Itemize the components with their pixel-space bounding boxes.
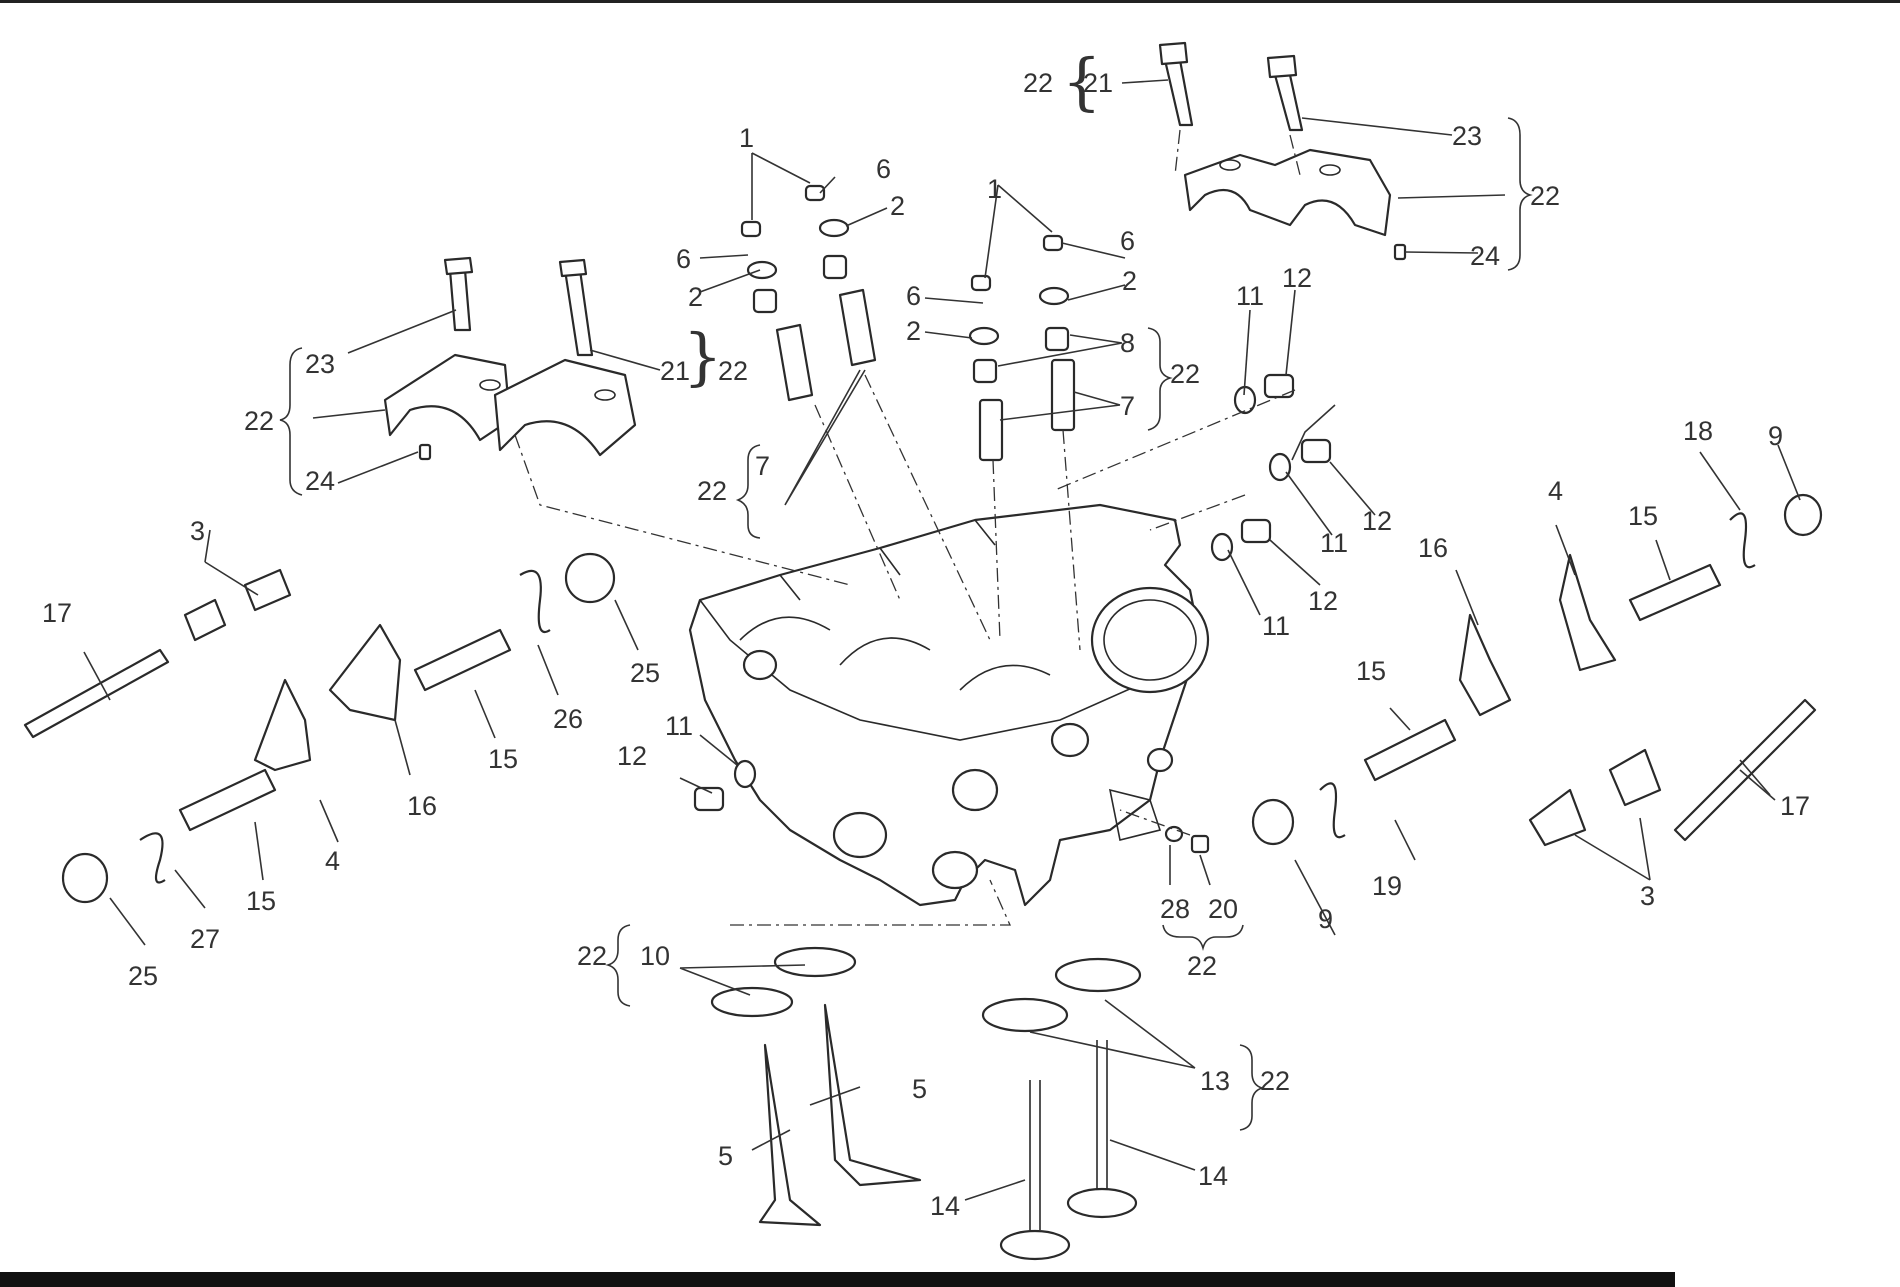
- callout-label: 28: [1160, 894, 1190, 924]
- callout-label: 9: [1318, 904, 1333, 934]
- callout-label: 3: [1640, 881, 1655, 911]
- callout-label: 14: [930, 1191, 960, 1221]
- callout-label: 22: [1260, 1066, 1290, 1096]
- callout-label: 12: [1362, 506, 1392, 536]
- callout-label: 6: [676, 244, 691, 274]
- callout-label: 23: [1452, 121, 1482, 151]
- callout-label: 19: [1372, 871, 1402, 901]
- callout-label: 11: [1262, 611, 1290, 641]
- callout-label: 22: [1530, 181, 1560, 211]
- callout-label: 4: [1548, 476, 1563, 506]
- leader-lines: [83, 79, 1801, 1201]
- callout-label: 23: [305, 349, 335, 379]
- callout-label: 15: [246, 886, 276, 916]
- callout-label: 22: [697, 476, 727, 506]
- bottom-bar: [0, 1272, 1675, 1287]
- cylinder-head: [688, 503, 1210, 907]
- callout-label: 22: [1170, 359, 1200, 389]
- callout-label: 24: [305, 466, 335, 496]
- callout-label: 21: [660, 356, 690, 386]
- callout-label: 12: [617, 741, 647, 771]
- callout-label: 6: [1120, 226, 1135, 256]
- callout-label: 22: [1187, 951, 1217, 981]
- callout-label: 21: [1083, 68, 1113, 98]
- left-valve-keepers: [740, 184, 877, 402]
- callout-label: 2: [1122, 266, 1137, 296]
- callout-label: 1: [739, 123, 754, 153]
- callout-label: 20: [1208, 894, 1238, 924]
- callout-label: 15: [1628, 501, 1658, 531]
- callout-label: 17: [1780, 791, 1810, 821]
- callout-label: 2: [890, 191, 905, 221]
- callout-label: 6: [906, 281, 921, 311]
- right-rocker-assembly: [1251, 493, 1823, 847]
- callout-label: 22: [1023, 68, 1053, 98]
- left-rocker-assembly: [23, 552, 616, 904]
- callout-label: 2: [906, 316, 921, 346]
- callout-labels-extra: 17 3: [42, 516, 205, 628]
- callout-label: 13: [1200, 1066, 1230, 1096]
- callout-label: 11: [1320, 528, 1348, 558]
- callout-label: 22: [718, 356, 748, 386]
- callout-labels: 1 6 2 6 2 7 22 1 6 2 6 2 8 7 22 22 21 23…: [128, 68, 1810, 1221]
- svg-text:3: 3: [190, 516, 205, 546]
- grouping-braces: { } }: [279, 45, 1533, 1131]
- callout-label: 6: [876, 154, 891, 184]
- callout-label: 26: [553, 704, 583, 734]
- callout-label: 12: [1282, 263, 1312, 293]
- callout-label: 15: [488, 744, 518, 774]
- callout-label: 24: [1470, 241, 1500, 271]
- callout-label: 18: [1683, 416, 1713, 446]
- callout-label: 4: [325, 846, 340, 876]
- callout-label: 9: [1768, 421, 1783, 451]
- callout-label: 5: [912, 1074, 927, 1104]
- svg-text:{: {: [1062, 45, 1101, 118]
- svg-text:17: 17: [42, 598, 72, 628]
- callout-label: 27: [190, 924, 220, 954]
- plugs-right: [693, 373, 1332, 812]
- callout-label: 25: [630, 658, 660, 688]
- small-screw-washer: [1164, 825, 1210, 854]
- callout-label: 16: [1418, 533, 1448, 563]
- callout-label: 12: [1308, 586, 1338, 616]
- callout-label: 10: [640, 941, 670, 971]
- callout-label: 16: [407, 791, 437, 821]
- right-cam-caps: [1158, 41, 1407, 261]
- callout-label: 25: [128, 961, 158, 991]
- callout-label: 5: [718, 1141, 733, 1171]
- callout-label: 8: [1120, 328, 1135, 358]
- callout-label: 22: [244, 406, 274, 436]
- callout-label: 11: [665, 711, 693, 741]
- callout-label: 7: [755, 451, 770, 481]
- callout-label: 15: [1356, 656, 1386, 686]
- left-cam-caps: [383, 256, 637, 461]
- callout-label: 14: [1198, 1161, 1228, 1191]
- assembly-centerlines: [514, 129, 1301, 926]
- svg-text:}: }: [683, 320, 722, 393]
- top-border: [0, 0, 1900, 3]
- callout-label: 2: [688, 282, 703, 312]
- callout-label: 1: [987, 174, 1002, 204]
- callout-label: 11: [1236, 281, 1264, 311]
- callout-label: 22: [577, 941, 607, 971]
- valve-seats-and-valves: [710, 946, 1142, 1261]
- callout-label: 7: [1120, 391, 1135, 421]
